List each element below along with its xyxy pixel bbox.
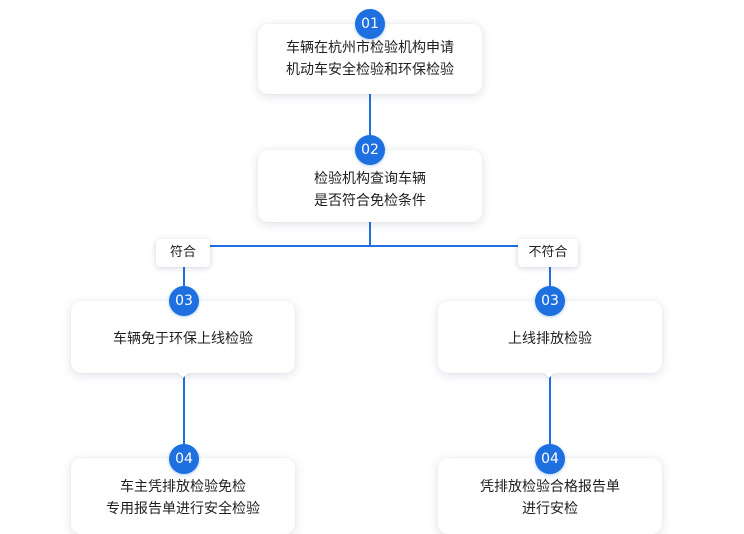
connector-right-3-4 — [549, 375, 551, 445]
left-step-4-badge: 04 — [169, 444, 199, 474]
left-step-4-line-1: 车主凭排放检验免检 — [120, 479, 246, 495]
left-step-3-line-1: 车辆免于环保上线检验 — [113, 331, 253, 347]
right-step-4-line-2: 进行安检 — [522, 501, 578, 517]
right-step-3-line-1: 上线排放检验 — [508, 331, 592, 347]
branch-label-no: 不符合 — [518, 239, 578, 267]
step-2-badge: 02 — [355, 135, 385, 165]
step-1-badge: 01 — [355, 9, 385, 39]
step-2-line-1: 检验机构查询车辆 — [314, 171, 426, 187]
branch-connector — [183, 245, 551, 247]
branch-label-yes: 符合 — [156, 239, 210, 267]
step-1-line-2: 机动车安全检验和环保检验 — [286, 62, 454, 78]
left-step-4-line-2: 专用报告单进行安全检验 — [106, 501, 260, 517]
connector-1-2 — [369, 94, 371, 146]
right-step-3-badge: 03 — [535, 286, 565, 316]
step-2-line-2: 是否符合免检条件 — [314, 193, 426, 209]
right-step-4-badge: 04 — [535, 444, 565, 474]
connector-left-3-4 — [183, 375, 185, 445]
connector-left-branch — [183, 245, 185, 291]
left-step-3-pointer — [177, 372, 189, 378]
left-step-3-badge: 03 — [169, 286, 199, 316]
right-step-4-line-1: 凭排放检验合格报告单 — [480, 479, 620, 495]
connector-2-branch — [369, 222, 371, 246]
connector-right-branch — [549, 245, 551, 291]
right-step-3-pointer — [543, 372, 555, 378]
step-1-line-1: 车辆在杭州市检验机构申请 — [286, 40, 454, 56]
